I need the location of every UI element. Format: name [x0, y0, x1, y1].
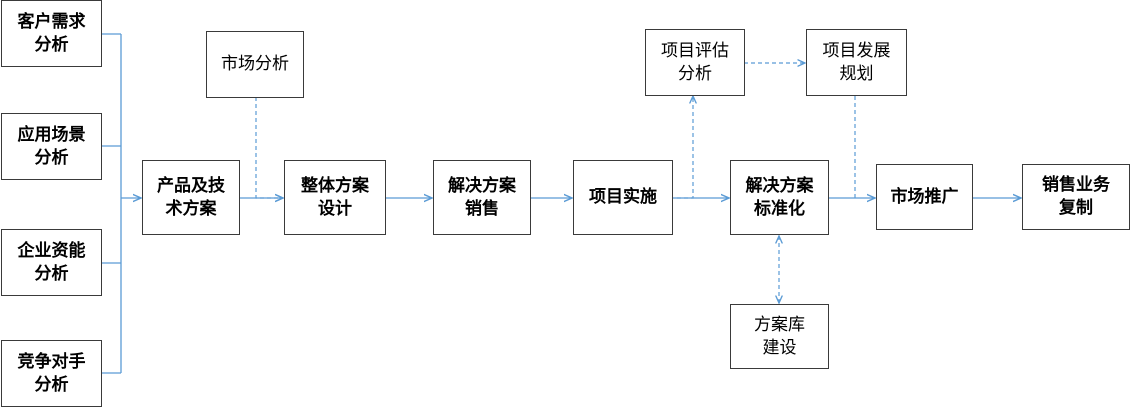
node-project-plan: 项目发展 规划 [806, 29, 907, 96]
node-app-scenario: 应用场景 分析 [1, 113, 102, 180]
node-overall-design: 整体方案 设计 [284, 160, 386, 235]
node-project-eval: 项目评估 分析 [645, 29, 745, 96]
node-enterprise-capability: 企业资能 分析 [1, 229, 102, 296]
node-customer-needs: 客户需求 分析 [1, 0, 102, 67]
node-competitor: 竞争对手 分析 [1, 340, 102, 407]
dashed-impl-to-eval [677, 96, 693, 199]
dashed-market-analysis [255, 97, 283, 198]
node-solution-standard: 解决方案 标准化 [730, 160, 829, 235]
node-solution-sales: 解决方案 销售 [433, 160, 531, 235]
node-solution-library: 方案库 建设 [730, 304, 829, 369]
node-market-promotion: 市场推广 [876, 164, 973, 230]
node-project-impl: 项目实施 [573, 160, 673, 235]
node-sales-replication: 销售业务 复制 [1022, 164, 1130, 230]
node-market-analysis: 市场分析 [206, 31, 304, 98]
node-product-tech: 产品及技 术方案 [142, 160, 240, 235]
